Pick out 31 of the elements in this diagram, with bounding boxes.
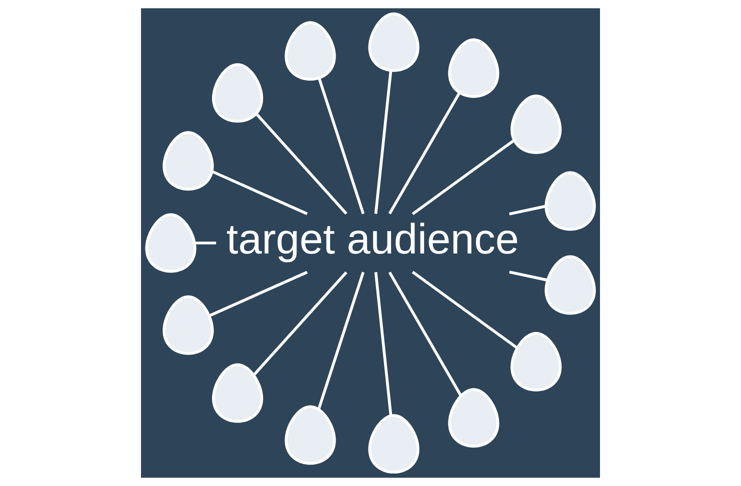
node-person — [284, 21, 336, 81]
connector — [211, 170, 308, 216]
connector — [388, 92, 461, 214]
node-person — [212, 363, 264, 423]
connector — [194, 242, 216, 244]
node-person — [448, 38, 500, 98]
node-person — [544, 171, 596, 231]
node-text: target audience — [226, 216, 519, 263]
connector — [374, 272, 392, 416]
node-person — [145, 213, 196, 273]
connector — [208, 270, 308, 318]
node-person — [284, 405, 336, 465]
connector — [252, 271, 348, 376]
node-person — [212, 63, 264, 123]
node-person — [510, 94, 562, 154]
connector — [388, 272, 462, 396]
node-person — [368, 12, 420, 72]
connector — [412, 270, 518, 350]
node-person — [162, 131, 214, 191]
connector — [509, 270, 548, 282]
node-person — [162, 295, 214, 355]
node-person — [368, 414, 420, 474]
connector — [318, 77, 365, 214]
connector — [374, 70, 392, 214]
node-person — [448, 388, 500, 448]
node-person — [544, 255, 596, 315]
connector — [317, 272, 365, 410]
connector — [509, 204, 546, 216]
connector — [412, 139, 515, 216]
connector — [255, 112, 348, 215]
node-person — [510, 332, 562, 392]
